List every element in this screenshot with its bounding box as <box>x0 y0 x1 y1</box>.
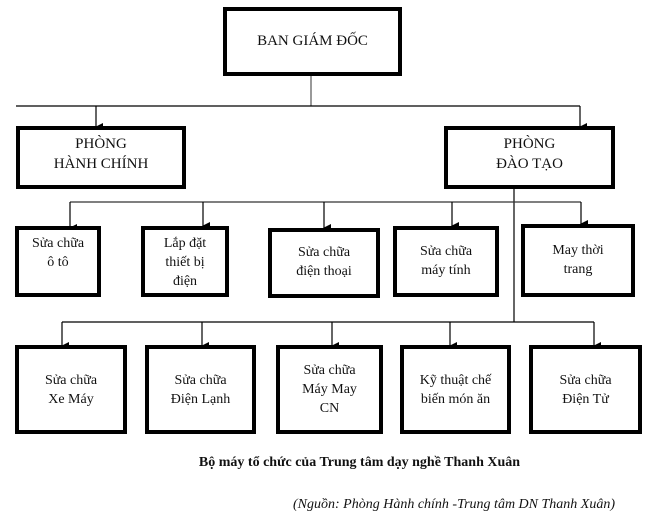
unit-box-row1-2: Lắp đặt thiết bị điện <box>141 226 229 297</box>
unit-label: Sửa chữa máy tính <box>419 243 473 278</box>
unit-label: Kỹ thuật chế biến món ăn <box>419 372 492 407</box>
diagram-source: (Nguồn: Phòng Hành chính -Trung tâm DN T… <box>293 497 615 512</box>
unit-label: Sửa chữa ô tô <box>31 236 85 270</box>
dept-dao-tao-label: PHÒNG ĐÀO TẠO <box>496 136 563 172</box>
board-of-directors-box: BAN GIÁM ĐỐC <box>223 7 402 76</box>
dept-hanh-chinh-label: PHÒNG HÀNH CHÍNH <box>53 136 149 172</box>
unit-box-row2-3: Sửa chữa Máy May CN <box>276 345 383 434</box>
unit-box-row1-3: Sửa chữa điện thoại <box>268 228 380 298</box>
unit-label: Sửa chữa Máy May CN <box>302 363 357 416</box>
unit-box-row2-4: Kỹ thuật chế biến món ăn <box>400 345 511 434</box>
unit-box-row2-2: Sửa chữa Điện Lạnh <box>145 345 256 434</box>
unit-label: Sửa chữa điện thoại <box>296 245 352 279</box>
unit-box-row2-5: Sửa chữa Điện Tử <box>529 345 642 434</box>
unit-label: Lắp đặt thiết bị điện <box>163 236 207 289</box>
diagram-caption: Bộ máy tổ chức của Trung tâm dạy nghề Th… <box>198 455 521 470</box>
unit-box-row1-5: May thời trang <box>521 224 635 297</box>
unit-label: Sửa chữa Điện Lạnh <box>170 372 231 407</box>
unit-label: May thời trang <box>552 242 604 277</box>
dept-hanh-chinh-box: PHÒNG HÀNH CHÍNH <box>16 126 186 189</box>
unit-label: Sửa chữa Xe Máy <box>44 372 98 407</box>
unit-box-row2-1: Sửa chữa Xe Máy <box>15 345 127 434</box>
unit-box-row1-1: Sửa chữa ô tô <box>15 226 101 297</box>
dept-dao-tao-box: PHÒNG ĐÀO TẠO <box>444 126 615 189</box>
unit-box-row1-4: Sửa chữa máy tính <box>393 226 499 297</box>
unit-label: Sửa chữa Điện Tử <box>559 372 612 407</box>
board-of-directors-label: BAN GIÁM ĐỐC <box>257 33 368 49</box>
